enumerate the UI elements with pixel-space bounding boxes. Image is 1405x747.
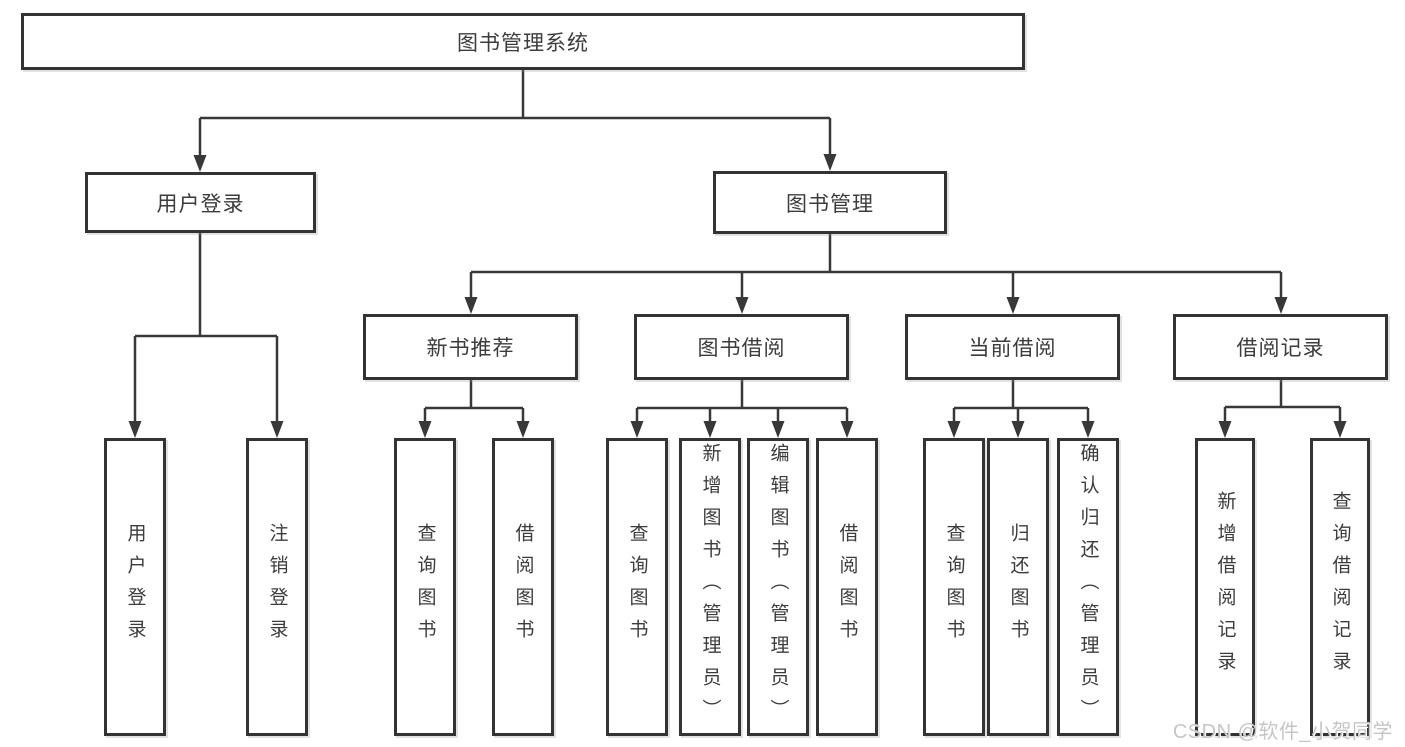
node-borrow-records: 借阅记录 xyxy=(1173,314,1388,380)
node-label-root: 图书管理系统 xyxy=(457,31,589,55)
node-leaf-add-books: 新增图书（管理员） xyxy=(679,438,741,736)
node-leaf-query-books-rec: 查询图书 xyxy=(394,438,456,736)
node-book-mgmt: 图书管理 xyxy=(713,171,947,234)
node-label-leaf-edit-books: 编辑图书（管理员） xyxy=(767,443,789,731)
node-label-leaf-query-books-borrow: 查询图书 xyxy=(626,523,648,651)
node-label-leaf-add-books: 新增图书（管理员） xyxy=(699,443,721,731)
node-label-user-login: 用户登录 xyxy=(156,192,245,216)
node-label-leaf-return-books: 归还图书 xyxy=(1007,523,1029,651)
node-label-leaf-query-borrow-record: 查询借阅记录 xyxy=(1329,491,1351,683)
node-label-leaf-user-login: 用户登录 xyxy=(124,523,146,651)
node-label-current-borrow: 当前借阅 xyxy=(968,337,1057,360)
node-leaf-add-borrow-record: 新增借阅记录 xyxy=(1195,438,1255,736)
node-leaf-query-books-cur: 查询图书 xyxy=(923,438,985,736)
node-leaf-borrow-books: 借阅图书 xyxy=(816,438,878,736)
node-leaf-query-borrow-record: 查询借阅记录 xyxy=(1310,438,1370,736)
node-root: 图书管理系统 xyxy=(21,13,1025,70)
node-label-book-borrow: 图书借阅 xyxy=(697,337,786,360)
node-label-book-mgmt: 图书管理 xyxy=(786,192,874,216)
node-label-leaf-borrow-books-rec: 借阅图书 xyxy=(512,523,534,651)
node-label-leaf-query-books-cur: 查询图书 xyxy=(943,523,965,651)
node-label-new-book-rec: 新书推荐 xyxy=(426,337,515,360)
node-leaf-edit-books: 编辑图书（管理员） xyxy=(747,438,809,736)
node-label-leaf-query-books-rec: 查询图书 xyxy=(414,523,436,651)
watermark: CSDN @软件_小贺同学 xyxy=(1172,721,1393,743)
node-label-leaf-confirm-return: 确认归还（管理员） xyxy=(1077,443,1099,731)
node-new-book-rec: 新书推荐 xyxy=(363,314,578,380)
node-current-borrow: 当前借阅 xyxy=(905,314,1120,380)
node-leaf-confirm-return: 确认归还（管理员） xyxy=(1057,438,1119,736)
node-label-borrow-records: 借阅记录 xyxy=(1236,337,1325,360)
node-label-leaf-logout: 注销登录 xyxy=(266,523,288,651)
node-label-leaf-borrow-books: 借阅图书 xyxy=(836,523,858,651)
node-leaf-return-books: 归还图书 xyxy=(987,438,1049,736)
node-leaf-user-login: 用户登录 xyxy=(104,438,166,736)
node-leaf-borrow-books-rec: 借阅图书 xyxy=(492,438,554,736)
node-user-login: 用户登录 xyxy=(85,172,316,233)
node-book-borrow: 图书借阅 xyxy=(634,314,849,380)
node-leaf-logout: 注销登录 xyxy=(246,438,308,736)
node-label-leaf-add-borrow-record: 新增借阅记录 xyxy=(1214,491,1236,683)
node-leaf-query-books-borrow: 查询图书 xyxy=(606,438,668,736)
